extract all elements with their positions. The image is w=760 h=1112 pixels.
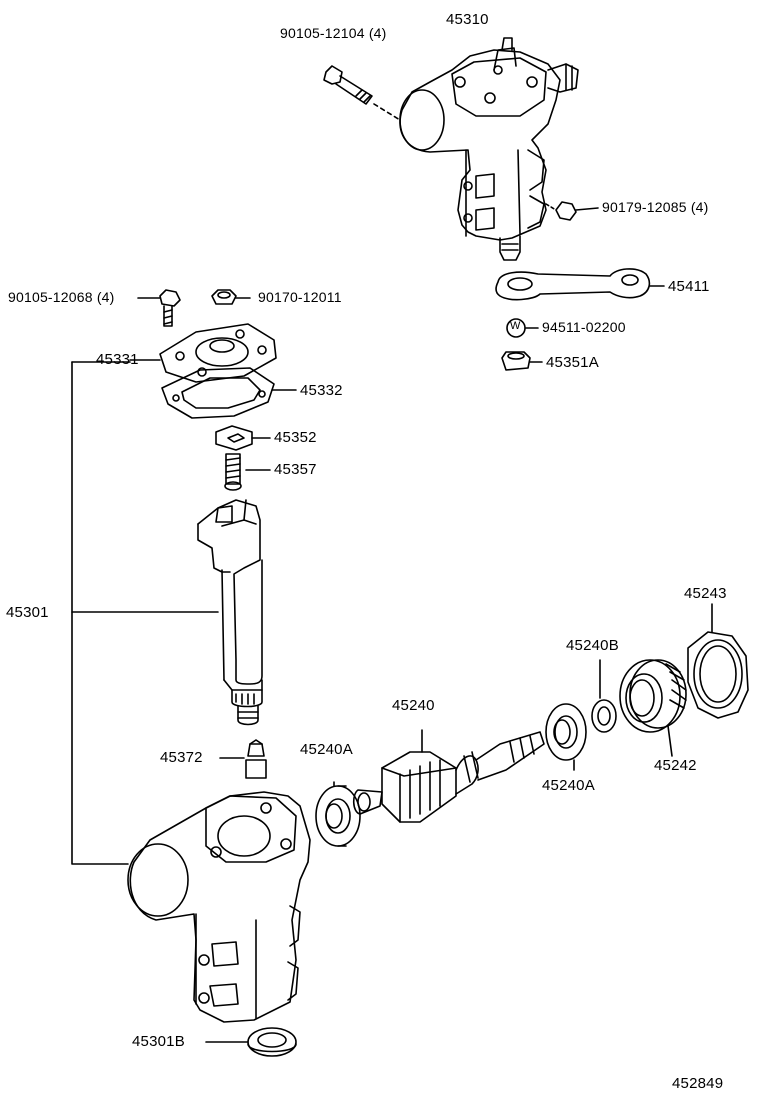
gear-housing-45301 [71, 361, 311, 1023]
plug-45242 [619, 659, 687, 757]
bearing-45240A-right [545, 703, 587, 771]
label-45301: 45301 [6, 604, 49, 621]
fitting-45372 [219, 739, 267, 779]
ring-45240B [591, 659, 617, 733]
nut-90170-12011 [211, 289, 251, 305]
label-45301B: 45301B [132, 1033, 185, 1050]
label-45310: 45310 [446, 11, 489, 28]
bolt-90105-12104 [323, 65, 401, 121]
label-45332: 45332 [300, 382, 343, 399]
cover-45331 [129, 323, 277, 383]
worm-shaft-45240 [352, 729, 545, 823]
label-45331: 45331 [96, 351, 139, 368]
washer-94511-02200 [506, 318, 539, 338]
locknut-45243 [687, 603, 749, 719]
steering-gear-assembly-top [399, 37, 579, 261]
label-94511-02200: 94511-02200 [542, 319, 626, 335]
label-90105-12104: 90105-12104 (4) [280, 25, 387, 41]
nut-45351A [501, 351, 543, 371]
label-45357: 45357 [274, 461, 317, 478]
label-90170-12011: 90170-12011 [258, 289, 342, 305]
diagram-id: 452849 [672, 1075, 724, 1092]
label-90179-12085: 90179-12085 (4) [602, 199, 709, 215]
label-45240B: 45240B [566, 637, 619, 654]
label-45351A: 45351A [546, 354, 599, 371]
bearing-45240A-left [315, 781, 361, 847]
sector-shaft [197, 499, 263, 726]
label-45240A-right: 45240A [542, 777, 595, 794]
washer-symbol: W [510, 320, 521, 332]
label-45240A-left: 45240A [300, 741, 353, 758]
label-45242: 45242 [654, 757, 697, 774]
seal-45301B [205, 1027, 297, 1057]
label-45372: 45372 [160, 749, 203, 766]
label-45352: 45352 [274, 429, 317, 446]
label-45243: 45243 [684, 585, 727, 602]
screw-45357 [224, 453, 271, 491]
label-45411: 45411 [668, 278, 710, 295]
gasket-45332 [161, 367, 297, 419]
bolt-90105-12068 [137, 289, 181, 327]
label-45240: 45240 [392, 697, 435, 714]
label-90105-12068: 90105-12068 (4) [8, 289, 115, 305]
nut-90179-12085 [545, 201, 599, 221]
plate-45352 [215, 425, 271, 451]
pitman-arm-45411 [495, 268, 665, 301]
